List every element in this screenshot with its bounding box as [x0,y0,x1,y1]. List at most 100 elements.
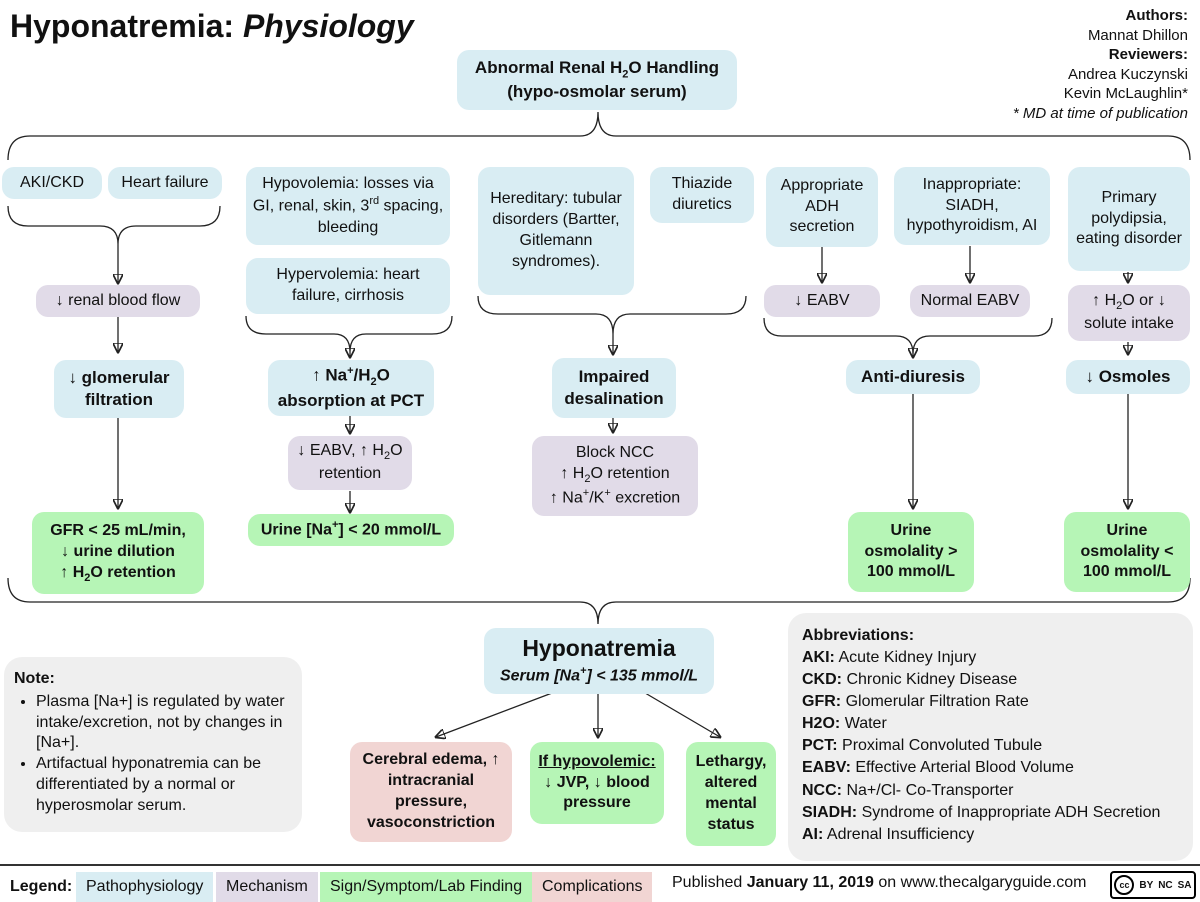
note-item: Plasma [Na+] is regulated by water intak… [36,692,292,754]
note-heading: Note: [14,670,55,687]
text: O or ↓ solute intake [1084,292,1174,332]
down-eabv: ↓ EABV [764,285,880,317]
text: Block NCC [575,443,655,461]
subscript: 2 [1116,300,1123,313]
credits: Authors: Mannat Dhillon Reviewers: Andre… [1013,6,1188,123]
note-list: Plasma [Na+] is regulated by water intak… [14,692,292,817]
top-node-line2: (hypo-osmolar serum) [507,82,687,102]
text: O retention [590,464,670,482]
note-item: Artifactual hyponatremia can be differen… [36,754,292,816]
urine-osmolality-high: Urine osmolality > 100 mmol/L [848,512,974,592]
title-main: Hyponatremia: [10,8,235,44]
gfr-line3b: O retention [90,563,176,581]
legend-sign: Sign/Symptom/Lab Finding [320,872,533,902]
text: excretion [610,489,681,507]
text: ↑ Na [312,365,348,385]
abbr-value: Proximal Convoluted Tubule [842,737,1043,755]
abbr-value: Water [844,715,887,733]
gfr-line1: GFR < 25 mL/min, [50,521,186,539]
cause-primary-polydipsia: Primary polydipsia, eating disorder [1068,167,1190,271]
abbreviations-heading: Abbreviations: [802,627,915,644]
published-prefix: Published [672,874,747,891]
authors-label: Authors: [1125,7,1189,24]
hyponatremia-central: Hyponatremia Serum [Na+] < 135 mmol/L [484,628,714,694]
cc-license-badge[interactable]: cc BY NC SA [1110,871,1196,899]
gfr-line3a: ↑ H [60,563,85,581]
legend-complications: Complications [532,872,653,902]
block-ncc: Block NCC ↑ H2O retention ↑ Na+/K+ excre… [532,436,698,516]
text: /K [589,489,605,507]
title-sub: Physiology [242,8,414,44]
abbr-key: H2O: [802,715,841,733]
cause-hypovolemia: Hypovolemia: losses via GI, renal, skin,… [246,167,450,245]
abbr-key: PCT: [802,737,838,755]
cause-inappropriate-siadh: Inappropriate: SIADH, hypothyroidism, AI [894,167,1050,245]
abbr-key: SIADH: [802,803,858,821]
cause-aki-ckd: AKI/CKD [2,167,102,199]
abbreviations-box: Abbreviations: AKI: Acute Kidney Injury … [788,613,1193,861]
subscript: 2 [584,472,591,485]
impaired-desalination: Impaired desalination [552,358,676,418]
gfr-finding: GFR < 25 mL/min, ↓ urine dilution ↑ H2O … [32,512,204,594]
text: /H [353,365,371,385]
superscript: + [580,665,587,678]
credits-footnote: * MD at time of publication [1012,104,1188,122]
text: ↓ EABV, ↑ H [297,442,384,460]
text: ↑ Na [549,489,583,507]
abbr-key: GFR: [802,693,842,711]
urine-na-finding: Urine [Na+] < 20 mmol/L [248,514,454,546]
text: ] < 20 mmol/L [338,521,442,539]
published-suffix: on www.thecalgaryguide.com [873,874,1087,891]
abbr-value: Syndrome of Inappropriate ADH Secretion [861,803,1161,821]
note-box: Note: Plasma [Na+] is regulated by water… [4,657,302,832]
abbr-key: AKI: [802,649,835,667]
subscript: 2 [383,450,391,463]
abbreviation-row: EABV: Effective Arterial Blood Volume [802,757,1179,779]
hypovolemia-text2: spacing, bleeding [317,197,444,236]
abbr-value: Acute Kidney Injury [838,649,977,667]
subscript: 2 [622,68,629,80]
abbr-value: Na+/Cl- Co-Transporter [846,781,1014,799]
abbr-key: EABV: [802,759,851,777]
glomerular-filtration: ↓ glomerular filtration [54,360,184,418]
published-info: Published January 11, 2019 on www.thecal… [672,874,1087,892]
abbreviation-row: AKI: Acute Kidney Injury [802,647,1179,669]
hypovolemic-signs: If hypovolemic: ↓ JVP, ↓ blood pressure [530,742,664,824]
gfr-line2: ↓ urine dilution [61,542,175,560]
renal-blood-flow: ↓ renal blood flow [36,285,200,317]
hypovolemic-text: ↓ JVP, ↓ blood pressure [544,773,650,812]
abbr-value: Adrenal Insufficiency [826,825,975,843]
superscript: + [347,365,354,378]
legend-mechanism: Mechanism [216,872,318,902]
lethargy: Lethargy, altered mental status [686,742,776,846]
central-subtitle-b: ] < 135 mmol/L [586,667,699,685]
abbreviation-row: PCT: Proximal Convoluted Tubule [802,735,1179,757]
author-name: Mannat Dhillon [1087,26,1188,44]
reviewer-name: Andrea Kuczynski [1067,65,1188,83]
text: ↑ H [1092,292,1117,310]
superscript: + [331,519,339,532]
superscript: + [604,487,611,500]
text: O absorption at PCT [277,365,425,410]
abbreviation-row: GFR: Glomerular Filtration Rate [802,691,1179,713]
cc-by-icon: BY [1139,879,1154,891]
published-date: January 11, 2019 [746,874,874,891]
cause-hypervolemia: Hypervolemia: heart failure, cirrhosis [246,258,450,314]
hypovolemic-label: If hypovolemic: [538,752,656,770]
urine-osmolality-low: Urine osmolality < 100 mmol/L [1064,512,1190,592]
superscript: + [582,487,590,500]
legend-bar: Legend: Pathophysiology Mechanism Sign/S… [0,864,1200,902]
central-subtitle-a: Serum [Na [499,667,580,685]
down-osmoles: ↓ Osmoles [1066,360,1190,394]
abbr-value: Chronic Kidney Disease [846,671,1018,689]
text: O retention [318,442,403,482]
abbreviation-row: AI: Adrenal Insufficiency [802,824,1179,846]
subscript: 2 [370,376,377,389]
abbr-key: CKD: [802,671,842,689]
abbreviation-row: H2O: Water [802,713,1179,735]
abbr-key: NCC: [802,781,842,799]
cc-icon: cc [1114,875,1135,895]
cc-sa-icon: SA [1177,879,1192,891]
cause-appropriate-adh: Appropriate ADH secretion [766,167,878,247]
